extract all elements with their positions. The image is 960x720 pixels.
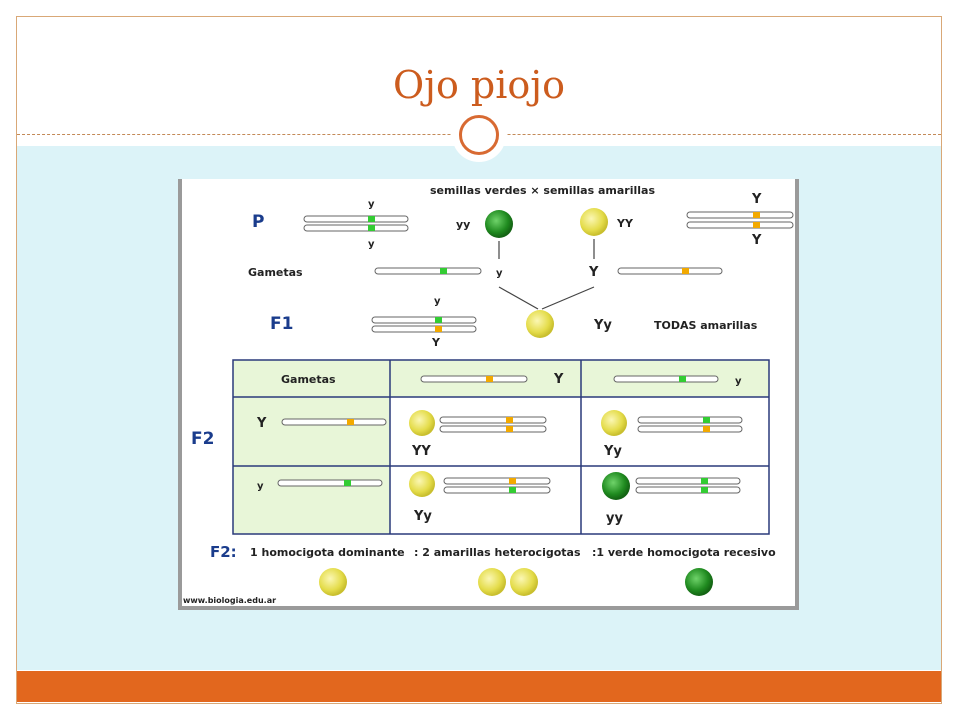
chromosome-gamete-left [374,267,482,275]
summary-text-1: 1 homocigota dominante [250,546,405,559]
source-credit: www.biologia.edu.ar [183,596,276,605]
f1-result: TODAS amarillas [654,319,758,332]
line-gamete-left-f1 [498,286,539,310]
chromosome-cell-Yy-2 [443,477,551,494]
chromosome-gamete-right [617,267,723,275]
cross-label: semillas verdes × semillas amarillas [430,184,655,197]
ring-ornament-inner [459,115,499,155]
cell-yy-recessive-seed-icon [602,472,630,500]
chromosome-row-y [277,479,383,487]
f1-yellow-seed-icon [526,310,554,338]
yellow-seed-icon [580,208,608,236]
summary-yellow-seed-icon-1 [319,568,347,596]
label-f1: F1 [270,314,293,334]
p-left-allele-top: y [368,199,375,210]
punnett-header: Gametas [281,373,336,386]
diagram-left-edge [178,179,182,610]
diagram-right-edge [795,179,799,610]
genetics-diagram: semillas verdes × semillas amarillas P G… [178,179,799,610]
label-p: P [252,212,264,232]
diagram-bottom-edge [178,606,799,610]
summary-yellow-seed-icon-3 [510,568,538,596]
cell-yy-dominant-seed-icon [409,410,435,436]
chromosome-p-right-top [686,211,794,219]
chromosome-cell-YY [439,416,547,433]
label-f2-summary: F2: [210,543,237,561]
row-allele-1: Y [256,416,267,431]
chromosome-f1-bottom [371,325,477,333]
green-seed-icon [485,210,513,238]
summary-yellow-seed-icon-2 [478,568,506,596]
cell-genotype-3: Yy [413,509,432,524]
summary-text-3: :1 verde homocigota recesivo [592,546,776,559]
p-right-allele-bottom: Y [751,233,762,248]
chromosome-p-left-top [303,215,409,223]
p-left-genotype: yy [456,218,470,231]
chromosome-cell-Yy-1 [637,416,743,433]
footer-bar [17,671,941,702]
gamete-right-allele: Y [588,265,599,280]
cell-yy-het-seed-icon-2 [409,471,435,497]
cell-genotype-4: yy [606,511,623,526]
summary-green-seed-icon [685,568,713,596]
chromosome-p-right-bottom [686,221,794,229]
p-right-genotype: YY [616,217,634,230]
label-f2: F2 [191,429,214,449]
chromosome-f1-top [371,316,477,324]
p-left-allele-bottom: y [368,239,375,250]
f1-genotype: Yy [593,318,612,333]
chromosome-p-left-bottom [303,224,409,232]
gamete-left-allele: y [496,268,503,279]
slide-title: Ojo piojo [393,63,565,107]
f1-allele-bottom: Y [431,336,441,349]
slide-frame [16,16,942,704]
chromosome-col-Y [420,375,528,383]
chromosome-cell-yy [635,477,741,494]
label-gametas: Gametas [248,266,303,279]
chromosome-col-y [613,375,719,383]
row-allele-2: y [257,481,264,492]
cell-yy-het-seed-icon-1 [601,410,627,436]
punnett-table [232,359,770,535]
cell-genotype-1: YY [411,444,431,459]
f1-allele-top: y [434,296,441,307]
cell-genotype-2: Yy [603,444,622,459]
p-right-allele-top: Y [751,192,762,207]
chromosome-row-Y [281,418,387,426]
summary-text-2: : 2 amarillas heterocigotas [414,546,581,559]
col-allele-1: Y [553,372,564,387]
line-gamete-right-f1 [541,286,595,310]
col-allele-2: y [735,376,742,387]
